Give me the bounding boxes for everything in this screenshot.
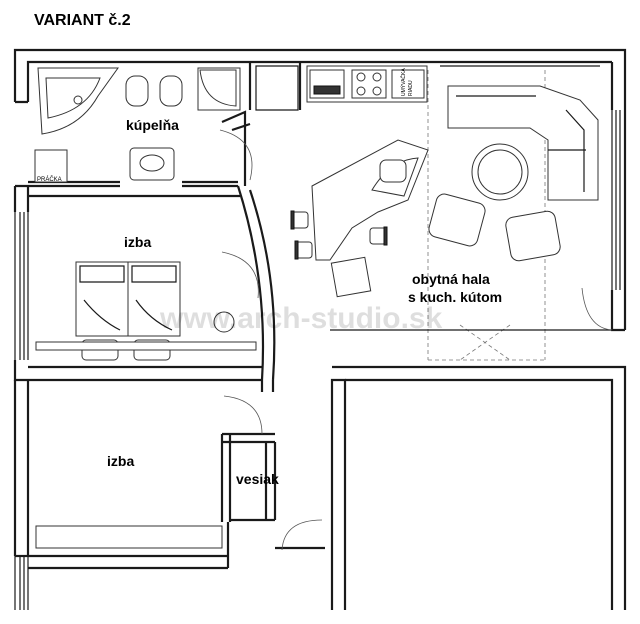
room-label-wardrobe: vesiak (236, 471, 279, 487)
washer-label: PRÁČKA (37, 176, 62, 183)
room-label-bedroom-2: izba (107, 453, 134, 469)
room-label-bathroom: kúpelňa (126, 117, 179, 133)
room-label-bedroom-1: izba (124, 234, 151, 250)
plan-title: VARIANT č.2 (34, 12, 131, 29)
watermark: www.arch-studio.sk (159, 302, 443, 335)
room-label-living-1: obytná hala (412, 271, 490, 287)
bar-chairs (290, 210, 388, 260)
bathroom-fixtures: PRÁČKA (34, 67, 253, 183)
dishwasher-label-1: UMÝVAČKA (400, 68, 407, 96)
kitchen-fixtures: UMÝVAČKA RIADU (306, 65, 429, 298)
bedroom-1-furniture (35, 251, 259, 361)
bedroom-2-furniture (35, 287, 613, 551)
living-furniture (428, 85, 599, 262)
outer-walls (13, 48, 627, 610)
room-label-living-2: s kuch. kútom (408, 289, 502, 305)
interior-walls (28, 62, 612, 570)
dishwasher-label-2: RIADU (408, 80, 414, 96)
